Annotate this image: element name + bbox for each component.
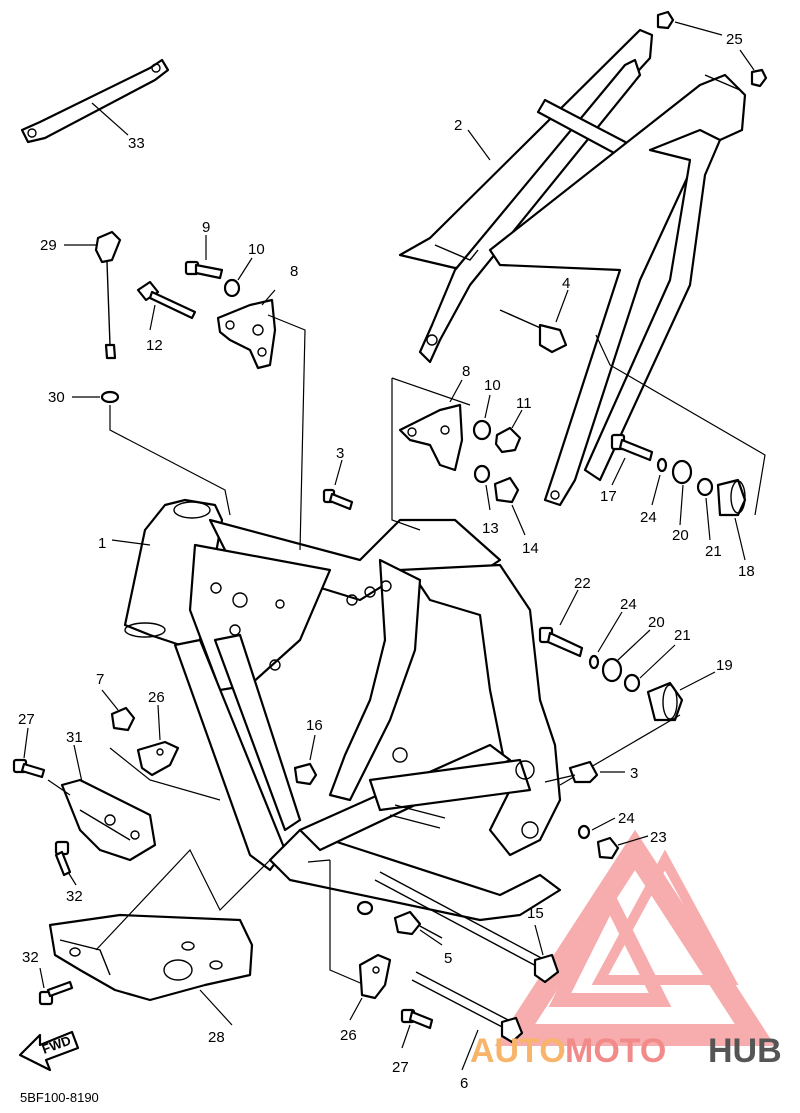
nut-16 [293,762,318,786]
collar-21-b [623,673,641,693]
tool-33 [20,58,170,144]
bolt-15 [374,871,560,984]
label-19: 19 [716,657,733,674]
collar-21-a [696,477,714,497]
label-18: 18 [738,563,755,580]
bolt-17 [610,433,654,462]
label-14: 14 [522,540,539,557]
watermark-text: AUTO MOTO HUB [470,1032,782,1070]
label-6: 6 [460,1075,468,1092]
label-24-b: 24 [620,596,637,613]
bolt-9 [184,260,224,280]
label-30: 30 [48,389,65,406]
label-21-b: 21 [674,627,691,644]
bolt-22 [538,626,584,658]
skid-plate-28 [48,913,254,1002]
bushing-18 [716,478,747,517]
nut-23 [596,836,620,860]
bracket-26-a [136,740,180,777]
label-4: 4 [562,275,570,292]
label-21-a: 21 [705,543,722,560]
label-12: 12 [146,337,163,354]
label-26-a: 26 [148,689,165,706]
bolt-3-b [544,760,599,784]
label-27-a: 27 [18,711,35,728]
nut-25-b [750,68,768,88]
seat-rail-2 [398,28,747,507]
label-32-a: 32 [66,888,83,905]
collar-7 [110,706,136,732]
bolt-27-a [12,758,46,779]
label-10-a: 10 [248,241,265,258]
collar-20-a [671,459,693,485]
collar-14 [493,476,520,504]
label-28: 28 [208,1029,225,1046]
drawing-code: 5BF100-8190 [20,1090,99,1105]
washer-10-a [223,278,241,298]
label-20-a: 20 [672,527,689,544]
collar-5-spacer [356,900,374,916]
washer-30 [100,390,120,404]
label-8-b: 8 [462,363,470,380]
bolt-12 [136,280,197,320]
label-15: 15 [527,905,544,922]
bracket-8-b [398,403,464,472]
bolt-6 [411,971,524,1044]
watermark-hub: HUB [708,1032,782,1070]
dipstick-29 [94,230,122,360]
label-5: 5 [444,950,452,967]
watermark-logo [494,829,776,1046]
collar-20-b [601,657,623,683]
label-3-a: 3 [336,445,344,462]
label-31: 31 [66,729,83,746]
part-labels: 1 2 3 3 4 5 6 7 8 8 9 10 10 11 12 13 14 … [18,31,755,1092]
label-22: 22 [574,575,591,592]
washer-24-b [588,654,600,670]
label-3-b: 3 [630,765,638,782]
label-11: 11 [516,395,532,412]
fwd-arrow-icon [18,1030,80,1072]
bushing-19 [646,681,684,722]
label-17: 17 [600,488,617,505]
bolt-27-b [400,1008,434,1030]
label-29: 29 [40,237,57,254]
label-7: 7 [96,671,104,688]
label-1: 1 [98,535,106,552]
label-2: 2 [454,117,462,134]
bracket-8-a [216,298,277,370]
label-25: 25 [726,31,743,48]
nut-25-a [656,10,675,30]
label-27-b: 27 [392,1059,409,1076]
bolt-5 [393,910,443,939]
bolt-4 [499,309,568,354]
label-10-b: 10 [484,377,501,394]
label-23: 23 [650,829,667,846]
watermark-auto: AUTO [470,1032,566,1070]
label-24-c: 24 [618,810,635,827]
label-8-a: 8 [290,263,298,280]
washer-24-c [577,824,591,840]
label-9: 9 [202,219,210,236]
main-frame-1 [123,498,562,922]
washer-13 [473,464,491,484]
bolt-32-a [54,840,72,877]
label-24-a: 24 [640,509,657,526]
label-13: 13 [482,520,499,537]
label-26-b: 26 [340,1027,357,1044]
guard-31 [60,778,157,862]
bracket-26-b [358,953,392,1000]
bolt-3-a [322,488,354,511]
label-20-b: 20 [648,614,665,631]
label-16: 16 [306,717,323,734]
label-32-b: 32 [22,949,39,966]
washer-10-b [472,419,492,441]
watermark-moto: MOTO [565,1032,666,1070]
nut-11 [494,426,522,454]
label-33: 33 [128,135,145,152]
washer-24-a [656,457,668,473]
bolt-32-b [38,980,74,1006]
